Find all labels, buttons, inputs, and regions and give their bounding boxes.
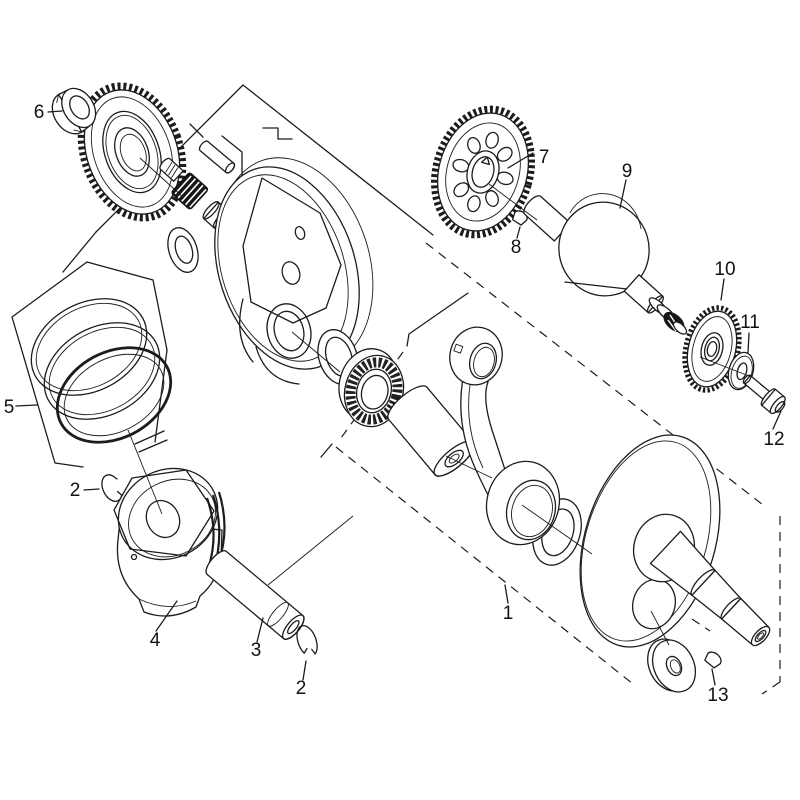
piston-ring	[30, 298, 148, 396]
right-crank-half	[579, 434, 771, 648]
callout-3: 3	[251, 640, 262, 661]
balancer-shaft	[523, 193, 688, 335]
callout-12: 12	[763, 429, 784, 450]
callout-8: 8	[511, 237, 522, 258]
circlip-lower	[296, 625, 318, 655]
crank-end-washer	[647, 638, 697, 693]
spline-section	[171, 172, 209, 210]
piston-pin	[205, 550, 305, 640]
oil-ring	[55, 346, 173, 444]
woodruff-key-13	[704, 651, 722, 669]
callout-4: 4	[150, 630, 161, 651]
callout-13: 13	[707, 685, 728, 706]
flange-bolt	[742, 374, 786, 415]
connecting-rod	[449, 326, 561, 546]
balancer-spline-tip	[663, 311, 688, 335]
piston	[113, 467, 226, 617]
circlip-upper	[101, 474, 123, 502]
needle-bearing	[338, 348, 405, 428]
callout-1: 1	[503, 603, 514, 624]
left-crank-web	[214, 157, 374, 385]
callout-5: 5	[4, 397, 15, 418]
callout-2-lower: 2	[296, 678, 307, 699]
callout-labels: 1 2 2 3 4 5 6 7 8 9 10 11 12 13	[4, 102, 785, 706]
cam-sprocket	[430, 105, 536, 239]
callout-2-upper: 2	[70, 480, 81, 501]
thrust-ring	[167, 227, 199, 273]
callout-7: 7	[539, 147, 550, 168]
dowel-pin	[198, 140, 236, 174]
pointer-lines	[15, 110, 782, 686]
balance-gear	[77, 82, 187, 222]
piston-ring-set	[30, 298, 173, 444]
flange-nut	[51, 87, 97, 135]
piston-ring	[43, 322, 161, 420]
callout-9: 9	[622, 161, 633, 182]
callout-6: 6	[34, 102, 45, 123]
callout-11: 11	[740, 312, 760, 333]
callout-10: 10	[714, 259, 735, 280]
crank-output-shaft	[649, 530, 771, 647]
